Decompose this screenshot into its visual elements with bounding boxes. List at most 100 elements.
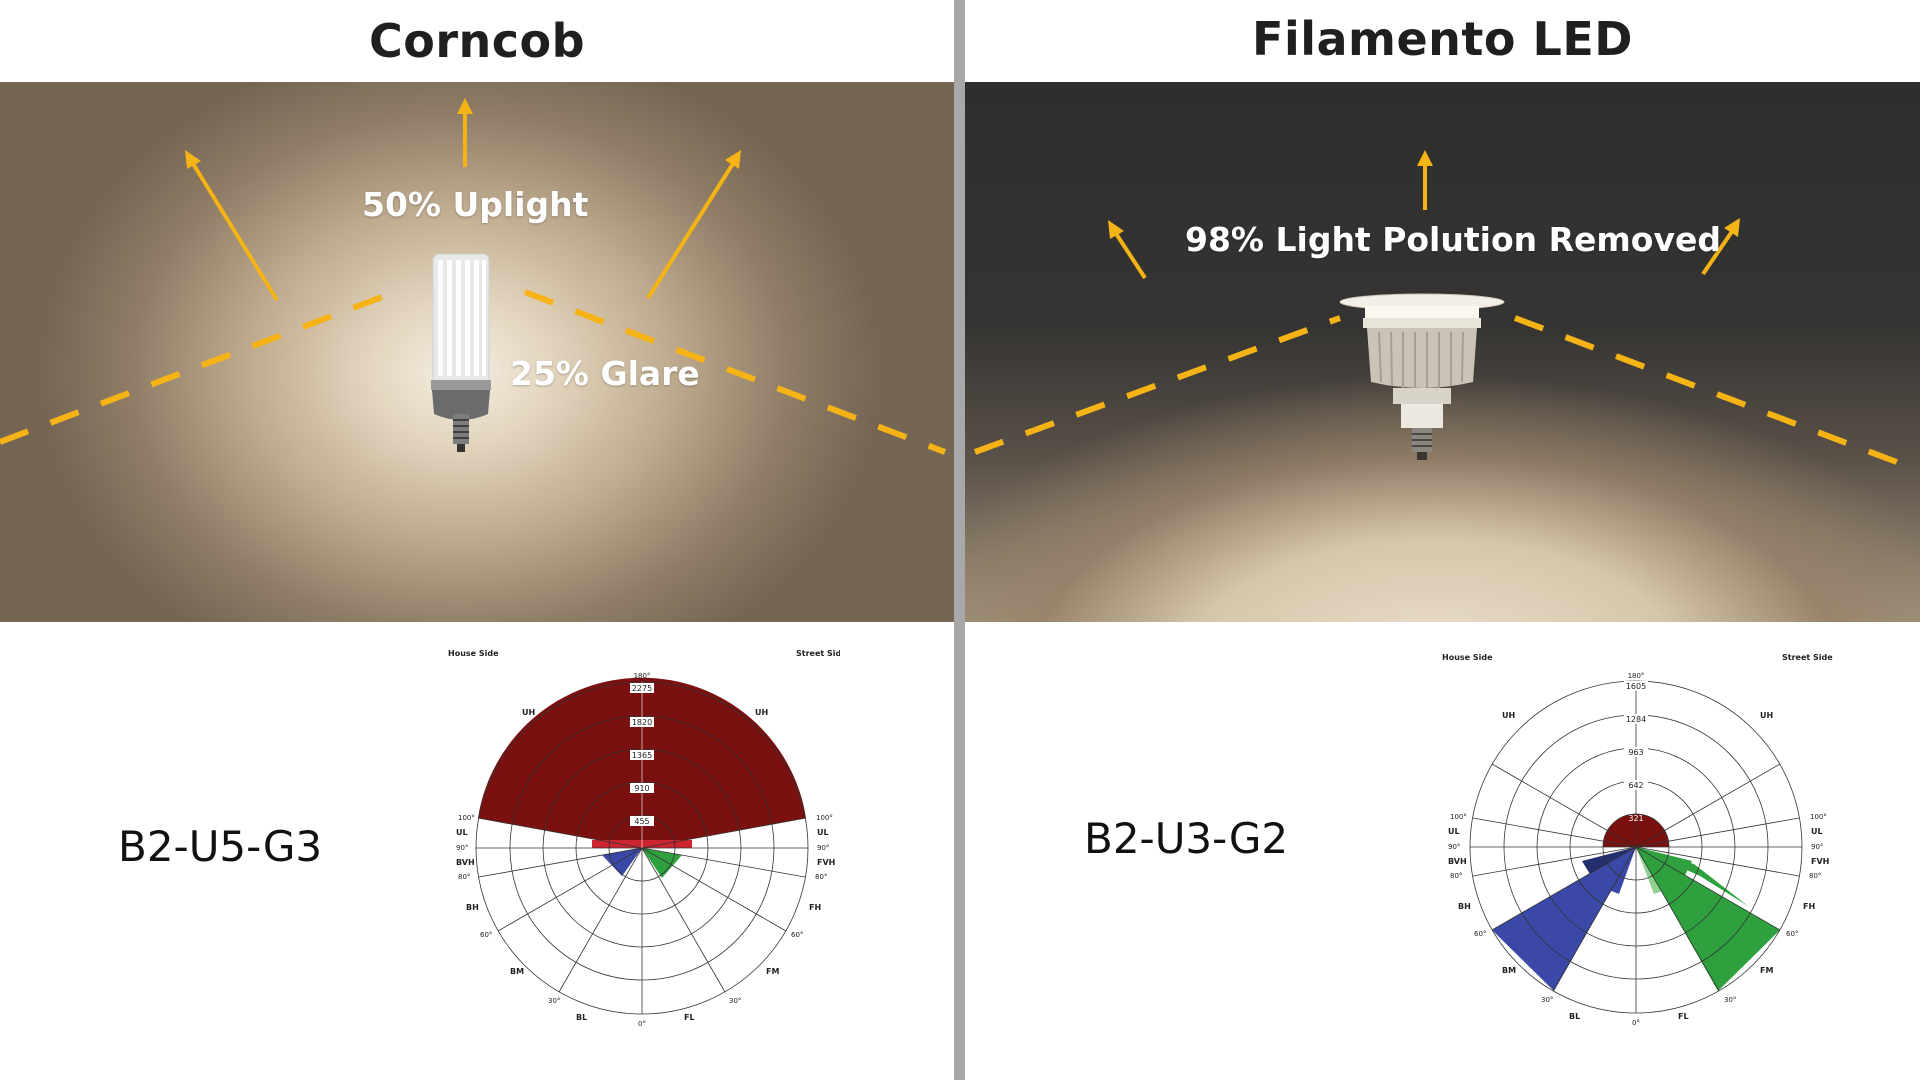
filamento-light-overlay <box>973 150 1912 470</box>
angle-180-label: 180° <box>634 672 651 680</box>
ring-value-2: 1284 <box>1626 715 1646 724</box>
angle-0: 0° <box>1632 1019 1640 1027</box>
ring-value-1: 1605 <box>1626 682 1646 691</box>
uplight-arrow-left <box>185 150 279 302</box>
angle-100-right: 100° <box>816 814 833 822</box>
back-light-fill <box>602 848 642 876</box>
zone-fm: FM <box>766 967 779 976</box>
angle-80-left: 80° <box>1450 872 1462 880</box>
zone-bh: BH <box>1458 902 1471 911</box>
zone-bm: BM <box>1502 966 1516 975</box>
angle-90-right: 90° <box>1811 843 1823 851</box>
angle-90-left: 90° <box>1448 843 1460 851</box>
ring-value-3: 1365 <box>632 751 652 760</box>
ring-value-4: 910 <box>634 784 649 793</box>
angle-60-right: 60° <box>791 931 803 939</box>
zone-labels: UH UH UL UL BVH FVH BH FH BM FM BL FL <box>456 708 835 1022</box>
street-side-label: Street Side <box>796 649 840 658</box>
zone-fh: FH <box>809 903 821 912</box>
uplight-arrow-right <box>646 150 741 300</box>
house-side-label: House Side <box>448 649 499 658</box>
angle-100-left: 100° <box>1450 813 1467 821</box>
corncob-rating: B2-U5-G3 <box>118 822 323 871</box>
zone-fm: FM <box>1760 966 1773 975</box>
angle-80-left: 80° <box>458 873 470 881</box>
corncob-bug-chart: House Side Street Side <box>448 649 840 1028</box>
filamento-fixture <box>1339 293 1505 460</box>
ring-value-labels: 1605 1284 963 642 321 <box>1624 681 1648 823</box>
angle-90-left: 90° <box>456 844 468 852</box>
arrow-left <box>1108 220 1147 280</box>
angle-180-label: 180° <box>1628 672 1645 680</box>
panel-divider <box>954 0 965 1080</box>
zone-bh: BH <box>466 903 479 912</box>
zone-bl: BL <box>576 1013 587 1022</box>
corncob-panel: Corncob <box>0 0 954 1080</box>
corncob-title: Corncob <box>368 14 586 68</box>
cutoff-line-right <box>1513 315 1912 470</box>
ring-value-3: 963 <box>1628 748 1643 757</box>
angle-30-left: 30° <box>1541 996 1553 1004</box>
angle-30-right: 30° <box>1724 996 1736 1004</box>
cutoff-line-left <box>0 289 397 445</box>
filamento-panel: Filamento LED <box>965 0 1920 1080</box>
corncob-photo: 50% Uplight 25% Glare <box>0 82 954 622</box>
cutoff-line-left <box>973 315 1342 455</box>
zone-ul-right: UL <box>1811 827 1823 836</box>
filamento-bug-chart: House Side Street Side <box>1442 653 1833 1027</box>
angle-60-right: 60° <box>1786 930 1798 938</box>
ring-value-labels: 2275 1820 1365 910 455 <box>630 683 654 826</box>
filamento-rating: B2-U3-G2 <box>1084 814 1289 863</box>
angle-80-right: 80° <box>815 873 827 881</box>
filamento-title: Filamento LED <box>1252 12 1633 66</box>
zone-fl: FL <box>684 1013 695 1022</box>
zone-fh: FH <box>1803 902 1815 911</box>
zone-bl: BL <box>1569 1012 1580 1021</box>
zone-fvh: FVH <box>1811 857 1829 866</box>
arrow-right <box>1701 218 1740 276</box>
front-light-far-fill <box>1636 847 1780 991</box>
zone-bvh: BVH <box>1448 857 1467 866</box>
ring-value-2: 1820 <box>632 718 652 727</box>
zone-uh-right: UH <box>1760 711 1773 720</box>
pollution-label: 98% Light Polution Removed <box>1185 220 1721 259</box>
angle-100-right: 100° <box>1810 813 1827 821</box>
zone-ul-right: UL <box>817 828 829 837</box>
zone-ul-left: UL <box>1448 827 1460 836</box>
cutoff-line-right <box>523 289 947 455</box>
zone-bvh: BVH <box>456 858 475 867</box>
zone-bm: BM <box>510 967 524 976</box>
zone-uh-left: UH <box>1502 711 1515 720</box>
zone-labels: UH UH UL UL BVH FVH BH FH BM FM BL FL <box>1448 711 1829 1021</box>
angle-30-left: 30° <box>548 997 560 1005</box>
arrow-center <box>1417 150 1433 210</box>
zone-ul-left: UL <box>456 828 468 837</box>
back-light-far-fill <box>1492 847 1636 991</box>
bug-radials <box>1470 681 1802 1013</box>
angle-80-right: 80° <box>1809 872 1821 880</box>
ring-value-5: 321 <box>1628 814 1643 823</box>
zone-fl: FL <box>1678 1012 1689 1021</box>
angle-labels: 100° 100° 90° 90° 80° 80° 60° 60° 30° 30… <box>456 814 833 1028</box>
glare-label: 25% Glare <box>510 354 700 393</box>
corncob-light-overlay <box>0 98 947 455</box>
angle-0: 0° <box>638 1020 646 1028</box>
zone-uh-left: UH <box>522 708 535 717</box>
ring-value-5: 455 <box>634 817 649 826</box>
front-light-fill <box>642 848 682 878</box>
angle-90-right: 90° <box>817 844 829 852</box>
corncob-bulb <box>431 253 491 452</box>
ring-value-1: 2275 <box>632 684 652 693</box>
angle-60-left: 60° <box>480 931 492 939</box>
angle-labels: 100° 100° 90° 90° 80° 80° 60° 60° 30° 30… <box>1448 813 1827 1027</box>
street-side-label: Street Side <box>1782 653 1833 662</box>
ring-value-4: 642 <box>1628 781 1643 790</box>
angle-100-left: 100° <box>458 814 475 822</box>
angle-30-right: 30° <box>729 997 741 1005</box>
filamento-photo: 98% Light Polution Removed <box>965 82 1920 622</box>
uplight-arrow-center <box>457 98 473 167</box>
zone-uh-right: UH <box>755 708 768 717</box>
zone-fvh: FVH <box>817 858 835 867</box>
house-side-label: House Side <box>1442 653 1493 662</box>
angle-60-left: 60° <box>1474 930 1486 938</box>
